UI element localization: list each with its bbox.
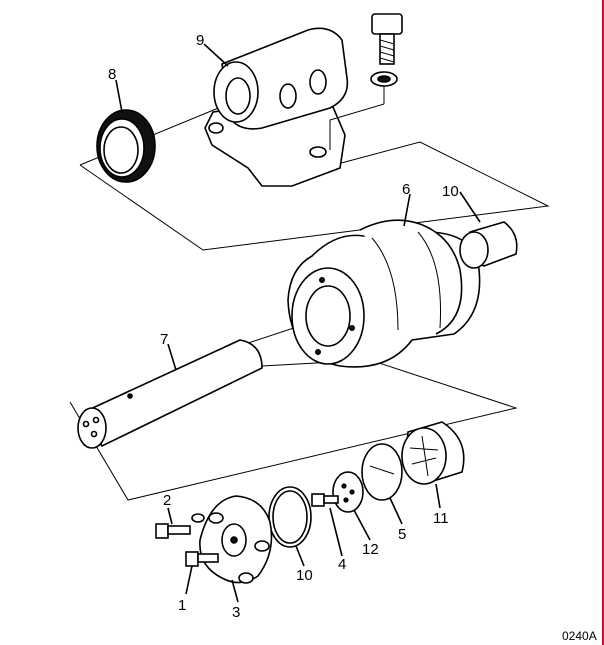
callout-1: 1: [178, 597, 186, 614]
callout-5: 5: [398, 526, 406, 543]
figure-code: 0240A: [562, 629, 597, 643]
part-9-bracket-housing: [204, 27, 349, 187]
callout-10-lower: 11: [433, 510, 449, 527]
part-5-disc: [361, 443, 403, 501]
callout-8: 8: [108, 66, 116, 83]
upper-assembly-outline: [79, 141, 550, 251]
bolt-and-washer: [329, 13, 403, 150]
part-10-cap-lower: [401, 421, 465, 485]
callout-3: 3: [232, 604, 240, 621]
callout-12: 12: [362, 541, 379, 558]
part-6-roller: [287, 219, 481, 368]
part-2-bolt: [155, 513, 205, 539]
callout-9: 9: [196, 32, 204, 49]
callout-11: 10: [296, 567, 313, 584]
part-12-plate: [332, 471, 364, 513]
part-8-seal: [96, 109, 156, 183]
part-3-cover: [199, 495, 273, 584]
callout-4: 4: [338, 556, 346, 573]
part-4-bolt: [311, 493, 339, 507]
callout-7: 7: [160, 331, 168, 348]
part-7-shaft: [77, 339, 263, 449]
part-10-bushing-upper: [459, 221, 518, 269]
callout-10-upper: 10: [442, 183, 459, 200]
callout-6: 6: [402, 181, 410, 198]
leader-lines: [115, 43, 481, 603]
callout-2: 2: [163, 492, 171, 509]
